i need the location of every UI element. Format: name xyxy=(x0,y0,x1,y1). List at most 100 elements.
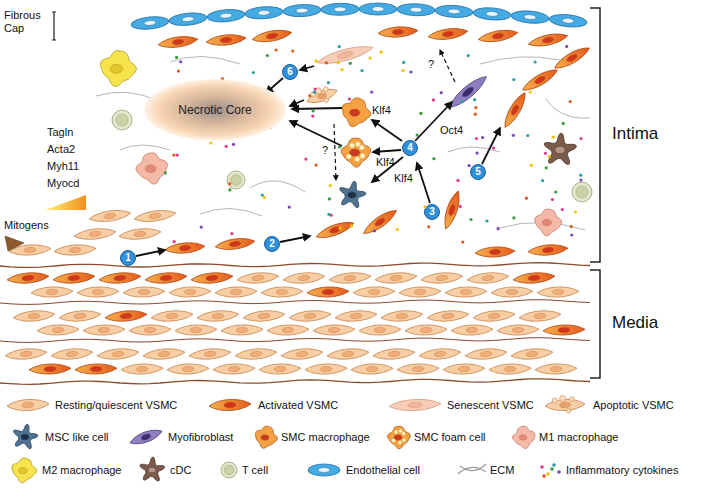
nucleus xyxy=(66,351,78,357)
nucleus xyxy=(562,18,574,24)
activated-vsmc xyxy=(251,28,292,45)
gene-label: Acta2 xyxy=(47,143,75,156)
nucleus xyxy=(104,213,116,220)
cell-body xyxy=(543,324,585,336)
cell-body xyxy=(7,271,50,285)
cell-body xyxy=(97,347,140,361)
cytokine-dot xyxy=(551,198,554,201)
activated-vsmc xyxy=(145,271,188,285)
resting-vsmc xyxy=(151,309,194,323)
cytokine-dot xyxy=(339,227,342,230)
cell-body xyxy=(251,28,292,45)
resting-vsmc xyxy=(54,244,97,257)
endothelial-cell xyxy=(321,3,359,16)
nucleus xyxy=(212,313,224,319)
activated-vsmc xyxy=(206,33,247,47)
cell-body xyxy=(283,4,322,18)
cytokine-dot xyxy=(540,465,544,469)
resting-vsmc xyxy=(537,286,579,298)
factor-label: Klf4 xyxy=(394,172,413,185)
activated-vsmc xyxy=(214,236,255,252)
endothelial-cell xyxy=(245,5,284,20)
cell-body xyxy=(314,218,355,241)
cytokine-dot xyxy=(177,70,180,73)
cell-body xyxy=(511,347,554,361)
transition-arrow xyxy=(372,120,402,141)
elastic-lamina xyxy=(0,338,590,343)
cell-body xyxy=(473,6,512,21)
cytokine-dot xyxy=(476,152,479,155)
resting-vsmc xyxy=(329,271,372,285)
activated-vsmc xyxy=(501,90,530,130)
factor-label: Oct4 xyxy=(440,124,463,137)
resting-vsmc xyxy=(467,271,510,285)
cytokine-dot xyxy=(225,145,228,148)
nucleus xyxy=(296,8,308,13)
resting-vsmc xyxy=(13,309,56,323)
nucleus xyxy=(160,275,172,281)
cell-body xyxy=(197,309,240,323)
cytokine-dot xyxy=(579,137,582,140)
resting-vsmc xyxy=(31,286,73,298)
nucleus xyxy=(296,351,308,357)
cytokine-dot xyxy=(291,49,294,52)
resting-vsmc xyxy=(129,324,171,336)
nucleus xyxy=(224,402,236,408)
nucleus xyxy=(134,231,146,237)
cytokine-dot xyxy=(402,61,405,64)
necrotic-core: Necrotic Core xyxy=(143,78,287,142)
endothelial-cell xyxy=(130,15,169,31)
nucleus xyxy=(22,275,34,281)
resting-vsmc xyxy=(359,324,401,336)
resting-vsmc xyxy=(497,324,539,336)
cytokine-dot xyxy=(228,188,231,191)
callout-number: 5 xyxy=(475,167,481,177)
cell-body xyxy=(29,363,71,375)
endothelial-cell xyxy=(359,3,397,15)
nucleus xyxy=(184,289,196,295)
nucleus xyxy=(136,366,148,372)
cell-body xyxy=(54,244,97,257)
nucleus xyxy=(392,29,404,35)
resting-vsmc xyxy=(465,347,508,361)
endothelial-cell xyxy=(548,13,587,29)
callout-number: 1 xyxy=(125,253,131,263)
nucleus xyxy=(261,435,269,441)
nucleus xyxy=(298,275,310,281)
cytokine-dot xyxy=(173,240,176,243)
nucleus xyxy=(172,39,184,46)
cell-body xyxy=(169,286,211,298)
nucleus xyxy=(390,275,402,281)
nucleus xyxy=(145,165,156,173)
cytokine-dot xyxy=(312,109,315,112)
callout-circle xyxy=(425,205,440,220)
smcmac-cell xyxy=(342,98,371,127)
cytokine-dot xyxy=(541,179,544,182)
cell-body xyxy=(167,363,209,375)
core-ellipse xyxy=(144,79,285,140)
resting-vsmc xyxy=(123,286,165,298)
resting-vsmc xyxy=(259,363,301,375)
cell-body xyxy=(501,90,530,130)
cell-body xyxy=(145,271,188,285)
resting-vsmc xyxy=(119,227,162,241)
cell-body xyxy=(206,33,247,47)
cell-body xyxy=(397,3,435,16)
cell-body xyxy=(373,347,416,361)
cell-body xyxy=(121,363,163,375)
cell-body xyxy=(321,3,359,16)
cytokine-dot xyxy=(512,216,515,219)
t-cell xyxy=(221,462,237,478)
activated-vsmc xyxy=(29,363,71,375)
nucleus xyxy=(348,192,356,198)
resting-vsmc xyxy=(491,286,533,298)
resting-vsmc xyxy=(289,309,332,323)
msc-cell xyxy=(340,181,366,208)
activated-vsmc xyxy=(441,189,463,230)
transition-arrow xyxy=(292,108,342,109)
cytokine-dot xyxy=(416,134,419,137)
legend-label: Activated VSMC xyxy=(258,399,338,412)
resting-vsmc xyxy=(451,324,493,336)
nucleus xyxy=(282,327,294,333)
resting-vsmc xyxy=(397,363,439,375)
